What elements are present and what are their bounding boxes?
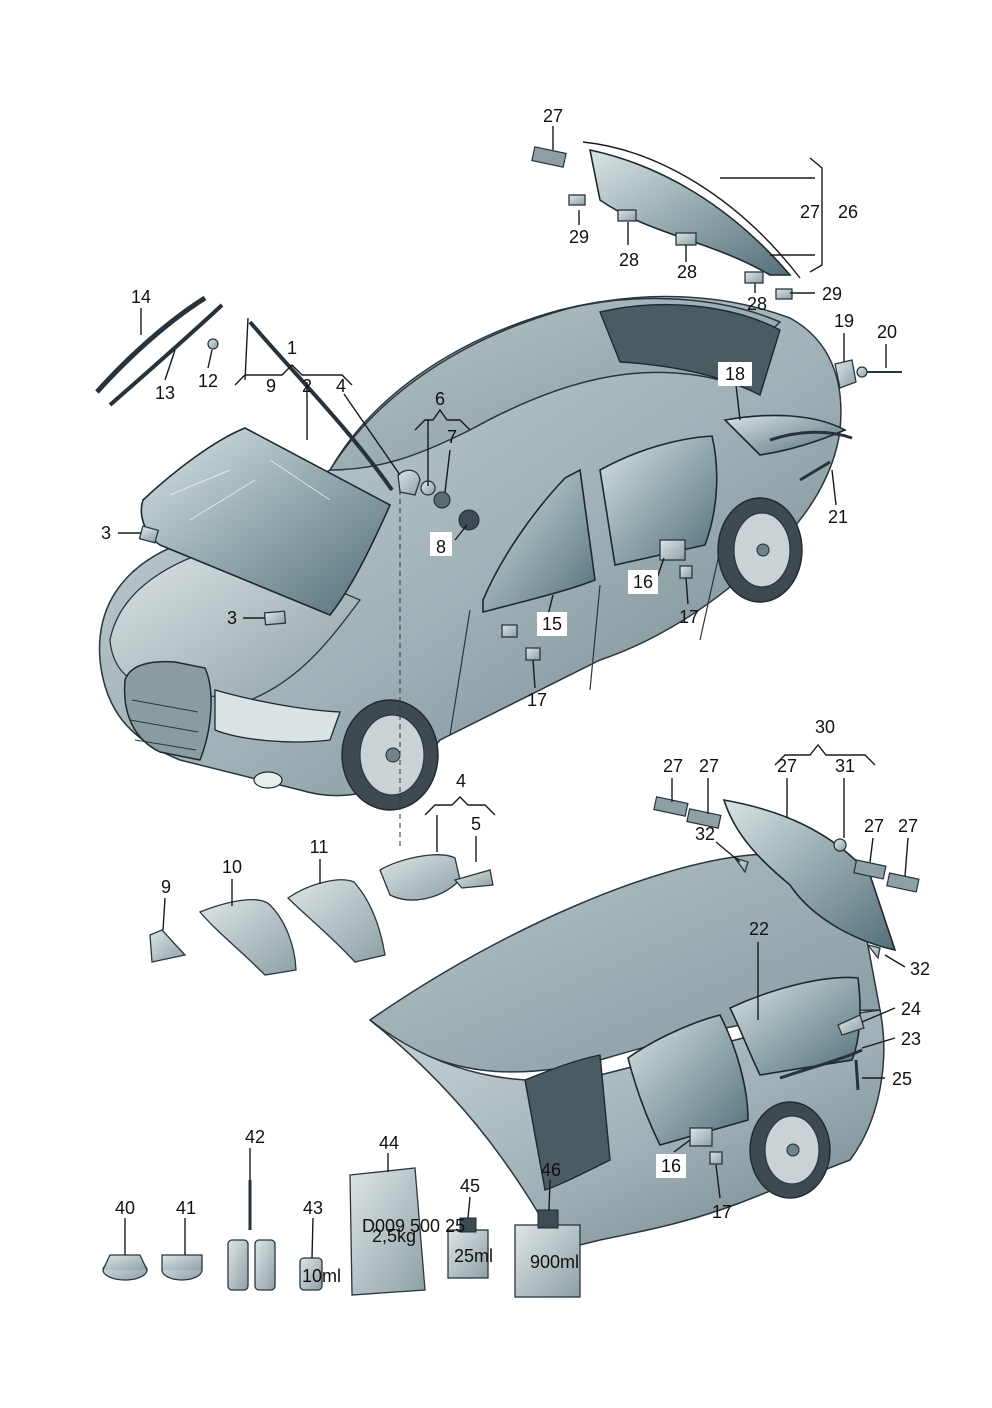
callout-19: 19 bbox=[834, 311, 854, 331]
wagon-illustration bbox=[368, 853, 885, 1251]
callout-16b: 16 bbox=[661, 1156, 681, 1176]
callout-27g: 27 bbox=[898, 816, 918, 836]
callout-44: 44 bbox=[379, 1133, 399, 1153]
callout-7: 7 bbox=[447, 427, 457, 447]
callout-27d: 27 bbox=[663, 756, 683, 776]
callout-3b: 3 bbox=[227, 608, 237, 628]
callout-22: 22 bbox=[749, 919, 769, 939]
callout-labels: 27 29 28 28 28 29 27 26 14 13 12 1 9 2 4… bbox=[101, 106, 930, 1222]
leader-lines bbox=[118, 126, 909, 1259]
callout-8: 8 bbox=[436, 537, 446, 557]
callout-5: 5 bbox=[471, 814, 481, 834]
product-label-44b: 2,5kg bbox=[372, 1226, 416, 1246]
rear-window-sedan bbox=[531, 141, 801, 300]
callout-29a: 29 bbox=[569, 227, 589, 247]
callout-23: 23 bbox=[901, 1029, 921, 1049]
callout-16a: 16 bbox=[633, 572, 653, 592]
callout-12: 12 bbox=[198, 371, 218, 391]
callout-21: 21 bbox=[828, 507, 848, 527]
callout-4b: 4 bbox=[456, 771, 466, 791]
callout-9b: 9 bbox=[161, 877, 171, 897]
callout-17b: 17 bbox=[527, 690, 547, 710]
callout-40: 40 bbox=[115, 1198, 135, 1218]
product-label-46: 900ml bbox=[530, 1252, 579, 1272]
product-label-44a: D009 500 25 bbox=[362, 1216, 465, 1236]
callout-1: 1 bbox=[287, 338, 297, 358]
callout-27f: 27 bbox=[864, 816, 884, 836]
callout-41: 41 bbox=[176, 1198, 196, 1218]
callout-17c: 17 bbox=[712, 1202, 732, 1222]
callout-17a: 17 bbox=[679, 607, 699, 627]
callout-45: 45 bbox=[460, 1176, 480, 1196]
callout-26: 26 bbox=[838, 202, 858, 222]
callout-20: 20 bbox=[877, 322, 897, 342]
callout-24: 24 bbox=[901, 999, 921, 1019]
callout-13: 13 bbox=[155, 383, 175, 403]
callout-30: 30 bbox=[815, 717, 835, 737]
callout-4a: 4 bbox=[336, 376, 346, 396]
rear-window-wagon bbox=[653, 796, 920, 960]
callout-42: 42 bbox=[245, 1127, 265, 1147]
callout-3a: 3 bbox=[101, 523, 111, 543]
callout-10: 10 bbox=[222, 857, 242, 877]
callout-27b: 27 bbox=[800, 202, 820, 222]
product-label-45: 25ml bbox=[454, 1246, 493, 1266]
callout-28b: 28 bbox=[677, 262, 697, 282]
callout-32a: 32 bbox=[695, 824, 715, 844]
callout-11: 11 bbox=[310, 837, 329, 857]
callout-27c: 27 bbox=[777, 756, 797, 776]
callout-14: 14 bbox=[131, 287, 151, 307]
callout-28a: 28 bbox=[619, 250, 639, 270]
product-label-43: 10ml bbox=[302, 1266, 341, 1286]
callout-46: 46 bbox=[541, 1160, 561, 1180]
callout-15: 15 bbox=[542, 614, 562, 634]
callout-6: 6 bbox=[435, 389, 445, 409]
callout-27e: 27 bbox=[699, 756, 719, 776]
callout-18: 18 bbox=[725, 364, 745, 384]
callout-29b: 29 bbox=[822, 284, 842, 304]
callout-27a: 27 bbox=[543, 106, 563, 126]
callout-9a: 9 bbox=[266, 376, 276, 396]
callout-32b: 32 bbox=[910, 959, 930, 979]
loose-parts-middle bbox=[149, 854, 494, 976]
callout-31: 31 bbox=[835, 756, 855, 776]
adhesive-products bbox=[102, 1167, 581, 1298]
callout-43: 43 bbox=[303, 1198, 323, 1218]
callout-2: 2 bbox=[302, 376, 312, 396]
callout-25: 25 bbox=[892, 1069, 912, 1089]
callout-28c: 28 bbox=[747, 294, 767, 314]
